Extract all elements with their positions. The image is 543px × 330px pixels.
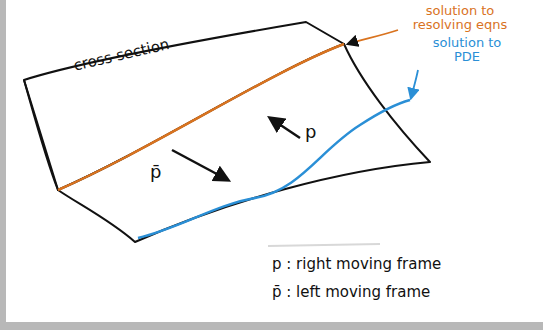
plane-edge — [24, 80, 58, 190]
frame-edge — [0, 322, 543, 330]
pde-solution-curve — [138, 100, 410, 238]
frame-symbol: p̄ — [150, 162, 161, 182]
leader-line — [348, 30, 398, 44]
note-text: p : right moving frame — [272, 256, 441, 273]
plane-label: cross section — [72, 36, 171, 74]
right-frame-arrow — [270, 118, 300, 138]
frame-edge — [0, 0, 6, 330]
surface-sheet — [58, 44, 430, 242]
shadow-line — [268, 244, 380, 246]
note-text: p̄ : left moving frame — [272, 284, 430, 301]
frame-symbol: p — [305, 122, 316, 142]
left-frame-arrow — [172, 150, 228, 180]
leader-line — [411, 70, 418, 98]
curve-label: solution to PDE — [432, 36, 502, 65]
curve-label: solution to resolving eqns — [404, 4, 516, 33]
